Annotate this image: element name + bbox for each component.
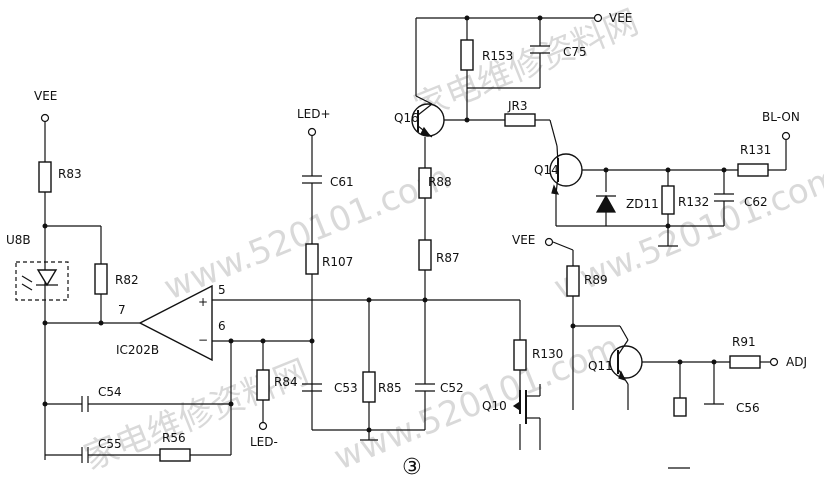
led-plus-terminal: [307, 127, 317, 137]
jr3-jumper: [504, 113, 536, 127]
r82-label: R82: [115, 273, 139, 287]
vee-left-terminal: [40, 113, 50, 123]
r107-resistor: [305, 243, 319, 275]
figure-number: ③: [402, 455, 422, 480]
r132-label: R132: [678, 195, 709, 209]
c54-label: C54: [98, 385, 122, 399]
r56-resistor: [159, 448, 191, 462]
r87-label: R87: [436, 251, 460, 265]
op-amp-ic202b: + −: [138, 284, 213, 362]
q10-mosfet: [512, 384, 541, 450]
pin6-label: 6: [218, 319, 226, 333]
vee-right-label: VEE: [512, 233, 535, 247]
bl-on-label: BL-ON: [762, 110, 800, 124]
vee-top-label: VEE: [609, 11, 632, 25]
r89-resistor: [566, 265, 580, 297]
watermark-url: www.520101.com: [158, 157, 455, 308]
led-plus-label: LED+: [297, 107, 331, 121]
adj-terminal: [769, 357, 779, 367]
r-partial-resistor: [673, 397, 687, 417]
c56-label: C56: [736, 401, 760, 415]
zd11-label: ZD11: [626, 197, 659, 211]
r83-resistor: [38, 161, 52, 193]
r85-label: R85: [378, 381, 402, 395]
r89-label: R89: [584, 273, 608, 287]
r88-label: R88: [428, 175, 452, 189]
bl-on-terminal: [781, 131, 791, 141]
adj-label: ADJ: [786, 355, 807, 369]
r107-label: R107: [322, 255, 353, 269]
r153-resistor: [460, 39, 474, 71]
watermark-text: 家电维修资料网: [78, 352, 314, 478]
pin7-label: 7: [118, 303, 126, 317]
r130-label: R130: [532, 347, 563, 361]
q14-label: Q14: [534, 163, 559, 177]
r131-resistor: [737, 163, 769, 177]
led-minus-terminal: [258, 421, 268, 431]
q16-transistor: [411, 103, 445, 138]
c75-label: C75: [563, 45, 587, 59]
q14-transistor: [549, 145, 583, 195]
left-section: VEE R83 R82 U8B 7 + − IC202B: [6, 89, 520, 463]
r91-resistor: [729, 355, 761, 369]
backlight-on-section: Q14 ZD11 R132 C62 R131: [534, 110, 800, 247]
u8b-label: U8B: [6, 233, 31, 247]
c53-label: C53: [334, 381, 358, 395]
r153-label: R153: [482, 49, 513, 63]
r83-label: R83: [58, 167, 82, 181]
c61-label: C61: [330, 175, 354, 189]
c62-label: C62: [744, 195, 768, 209]
r84-label: R84: [274, 375, 298, 389]
ic202b-label: IC202B: [116, 343, 159, 357]
c52-capacitor: [415, 383, 435, 392]
r131-label: R131: [740, 143, 771, 157]
r130-resistor: [513, 339, 527, 371]
r87-resistor: [418, 239, 432, 271]
zd11-zener-diode: [595, 194, 617, 213]
op-amp-plus: +: [198, 295, 208, 309]
q11-label: Q11: [588, 359, 613, 373]
c54-capacitor: [81, 396, 89, 412]
watermark-url: www.520101.com: [328, 327, 625, 478]
r84-resistor: [256, 369, 270, 401]
top-section: VEE Q16 R153 C75 JR3: [394, 11, 632, 300]
pin5-label: 5: [218, 283, 226, 297]
optocoupler-u8b: [15, 261, 69, 301]
r82-resistor: [94, 263, 108, 295]
dimming-section: VEE R89 Q11 C56 R91 ADJ: [482, 233, 807, 469]
c53-capacitor: [302, 383, 322, 392]
watermark: 家电维修资料网 www.520101.com www.520101.com 家电…: [78, 2, 824, 478]
middle-section: LED+ C61 R107 R84 LED- C53 R85: [250, 107, 464, 449]
q16-label: Q16: [394, 111, 419, 125]
r56-label: R56: [162, 431, 186, 445]
r132-resistor: [661, 185, 675, 215]
vee-right-terminal: [544, 237, 554, 247]
led-minus-label: LED-: [250, 435, 278, 449]
vee-left-label: VEE: [34, 89, 57, 103]
jr3-label: JR3: [507, 99, 528, 113]
q10-label: Q10: [482, 399, 507, 413]
c61-capacitor: [302, 175, 322, 184]
vee-top-terminal: [593, 13, 603, 23]
c55-label: C55: [98, 437, 122, 451]
r85-resistor: [362, 371, 376, 403]
op-amp-minus: −: [198, 333, 208, 347]
r91-label: R91: [732, 335, 756, 349]
c52-label: C52: [440, 381, 464, 395]
